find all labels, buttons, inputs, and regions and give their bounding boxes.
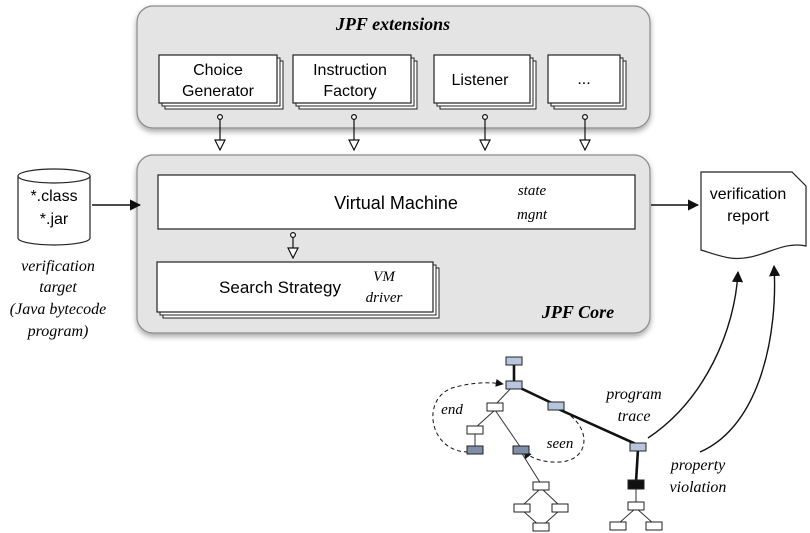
tree-nodes (466, 356, 663, 532)
tree-node (629, 442, 647, 452)
search-strategy-box: Search Strategy VM driver (156, 261, 440, 319)
vm-search-connector (291, 232, 296, 258)
extensions-title: JPF extensions (335, 14, 450, 34)
tree-node (532, 522, 550, 532)
search-label: Search Strategy (219, 278, 341, 297)
seen-label: seen (547, 436, 574, 452)
target-caption-line4: program) (27, 323, 89, 340)
more-extensions-box: ... (547, 54, 627, 110)
target-caption-line2: target (39, 279, 77, 296)
target-caption: verification target (Java bytecode progr… (10, 258, 106, 340)
target-caption-line1: verification (21, 258, 95, 275)
program-trace-line1: program (605, 386, 661, 403)
target-file-jar: *.jar (40, 211, 69, 228)
instruction-factory-line2: Factory (323, 83, 376, 100)
property-violation-line2: violation (670, 479, 727, 496)
property-violation-label: property violation (670, 457, 727, 496)
tree-node (486, 402, 504, 412)
search-note-line2: driver (366, 290, 403, 306)
vm-note-line1: state (518, 183, 547, 199)
program-trace-label: program trace (605, 386, 661, 425)
choice-generator-line2: Generator (182, 83, 255, 100)
listener-label: Listener (452, 72, 510, 89)
verification-report-document: verification report (700, 171, 807, 260)
vm-label: Virtual Machine (334, 193, 458, 213)
tree-node (645, 521, 663, 531)
instruction-factory-box: Instruction Factory (292, 54, 418, 110)
tree-node (627, 479, 645, 490)
report-line2: report (727, 208, 769, 225)
target-caption-line3: (Java bytecode (10, 301, 106, 318)
tree-node (505, 356, 523, 366)
tree-node (513, 503, 531, 513)
tree-back-edges (432, 378, 585, 463)
property-violation-line1: property (670, 457, 726, 474)
tree-node (627, 501, 645, 511)
core-title: JPF Core (541, 302, 614, 322)
choice-generator-line1: Choice (193, 62, 243, 79)
extension-connectors (218, 113, 588, 150)
state-space-tree: end seen (432, 356, 663, 532)
program-trace-line2: trace (618, 408, 651, 425)
choice-generator-box: Choice Generator (158, 54, 284, 110)
tree-node (551, 503, 569, 513)
instruction-factory-line1: Instruction (313, 62, 387, 79)
tree-node (512, 445, 530, 455)
tree-node (609, 521, 627, 531)
tree-node (547, 401, 565, 411)
tree-node (532, 481, 550, 491)
tree-node (466, 445, 484, 455)
verification-target-cylinder: *.class *.jar (17, 168, 91, 246)
search-note-line1: VM (373, 269, 396, 285)
tree-node (505, 380, 523, 390)
listener-box: Listener (433, 54, 537, 110)
trace-to-report-arrows (647, 264, 781, 453)
tree-node (466, 425, 484, 435)
target-file-class: *.class (30, 188, 77, 205)
vm-note-line2: mgnt (517, 207, 548, 223)
virtual-machine-box: Virtual Machine state mgnt (157, 174, 636, 230)
more-label: ... (577, 71, 590, 88)
report-line1: verification (710, 186, 786, 203)
end-label: end (441, 402, 463, 418)
